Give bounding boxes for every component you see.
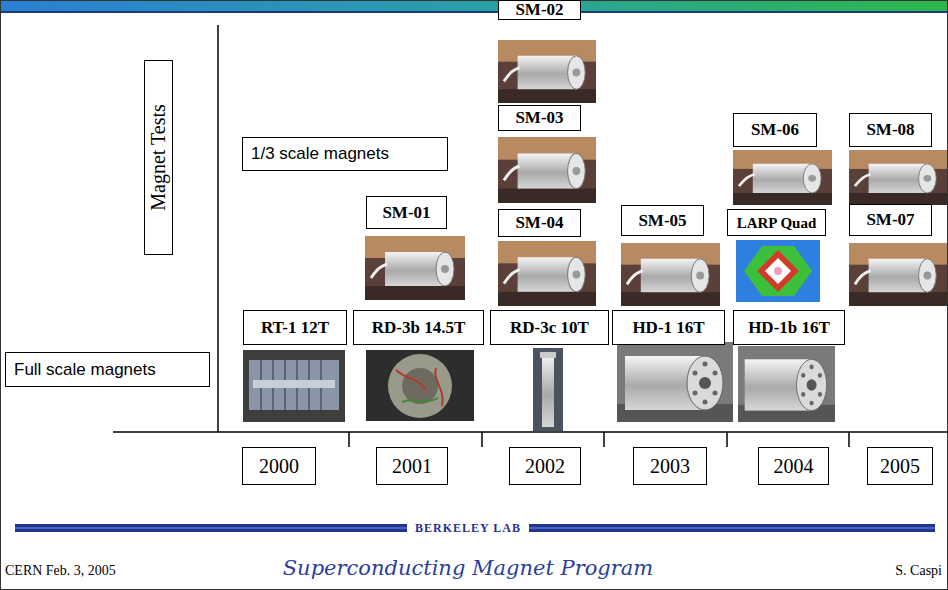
magnet-photo: [849, 150, 947, 205]
label-text: SM-05: [638, 212, 686, 230]
label-text: HD-1 16T: [632, 319, 704, 337]
label-text: 2005: [880, 455, 920, 478]
magnet-photo: [498, 137, 596, 203]
magnet-photo: [365, 236, 465, 300]
label-text: SM-06: [751, 121, 799, 139]
magnet-photo: [733, 150, 832, 205]
year-box: 2001: [376, 447, 448, 485]
year-box: 2000: [242, 447, 316, 485]
label-text: LARP Quad: [737, 215, 817, 231]
label-text: SM-04: [515, 214, 563, 232]
label-text: 2002: [525, 455, 565, 478]
footer-program: Superconducting Magnet Program: [283, 556, 654, 580]
footer-author: S. Caspi: [895, 563, 942, 579]
label-text: 2003: [650, 455, 690, 478]
magnet-label: HD-1 16T: [612, 310, 725, 345]
magnet-photo: [738, 346, 835, 422]
label-text: SM-07: [866, 211, 914, 229]
label-text: SM-03: [515, 109, 563, 127]
label-text: SM-01: [382, 204, 430, 222]
label-text: RD-3b 14.5T: [372, 319, 466, 337]
magnet-photo: [243, 350, 345, 422]
magnet-photo: [617, 342, 733, 422]
category-box: 1/3 scale magnets: [242, 137, 448, 171]
art-line: [603, 432, 605, 447]
magnet-label: SM-03: [498, 105, 581, 131]
magnet-photo: [498, 40, 596, 103]
label-text: 2004: [774, 455, 814, 478]
magnet-label: LARP Quad: [727, 209, 826, 236]
org-logo: BERKELEY LAB: [407, 520, 529, 536]
magnet-label: HD-1b 16T: [733, 310, 845, 345]
footer-date: CERN Feb. 3, 2005: [5, 563, 116, 579]
y-axis: [217, 25, 219, 432]
axis-ticks: [349, 432, 849, 447]
title-bar-edge: [0, 11, 948, 13]
label-text: RD-3c 10T: [510, 319, 589, 337]
magnet-label: SM-08: [849, 113, 932, 147]
art-line: [348, 432, 350, 447]
magnet-photo: [621, 243, 720, 306]
art-line: [848, 432, 850, 447]
year-box: 2005: [867, 447, 933, 485]
magnet-label: SM-05: [621, 205, 704, 236]
category-box: Full scale magnets: [5, 352, 210, 387]
time-axis: [113, 431, 948, 433]
year-box: 2004: [758, 447, 829, 485]
magnet-label: SM-06: [733, 113, 817, 147]
magnet-label: SM-04: [498, 209, 581, 237]
label-text: Magnet Tests: [147, 104, 170, 211]
axis-title-box: Magnet Tests: [144, 60, 173, 255]
magnet-label: SM-01: [366, 196, 447, 229]
magnet-label: SM-02: [498, 0, 581, 20]
label-text: HD-1b 16T: [748, 319, 830, 337]
magnet-photo: [498, 241, 596, 306]
label-text: RT-1 12T: [261, 319, 329, 337]
art-line: [481, 432, 483, 447]
title-bar: [0, 0, 948, 12]
magnet-label: RT-1 12T: [243, 310, 347, 345]
magnet-photo: [366, 350, 474, 421]
magnet-photo: [849, 243, 947, 306]
quad-cross-section: [736, 240, 820, 302]
label-text: Full scale magnets: [14, 360, 156, 380]
label-text: SM-02: [515, 1, 563, 19]
label-text: SM-08: [866, 121, 914, 139]
magnet-label: RD-3c 10T: [490, 310, 609, 345]
label-text: 2000: [259, 455, 299, 478]
magnet-label: RD-3b 14.5T: [353, 310, 484, 345]
label-text: 1/3 scale magnets: [251, 144, 389, 164]
magnet-photo: [533, 348, 563, 431]
label-text: 2001: [392, 455, 432, 478]
art-line: [726, 432, 728, 447]
year-box: 2003: [633, 447, 707, 485]
year-box: 2002: [509, 447, 581, 485]
magnet-label: SM-07: [849, 204, 932, 236]
